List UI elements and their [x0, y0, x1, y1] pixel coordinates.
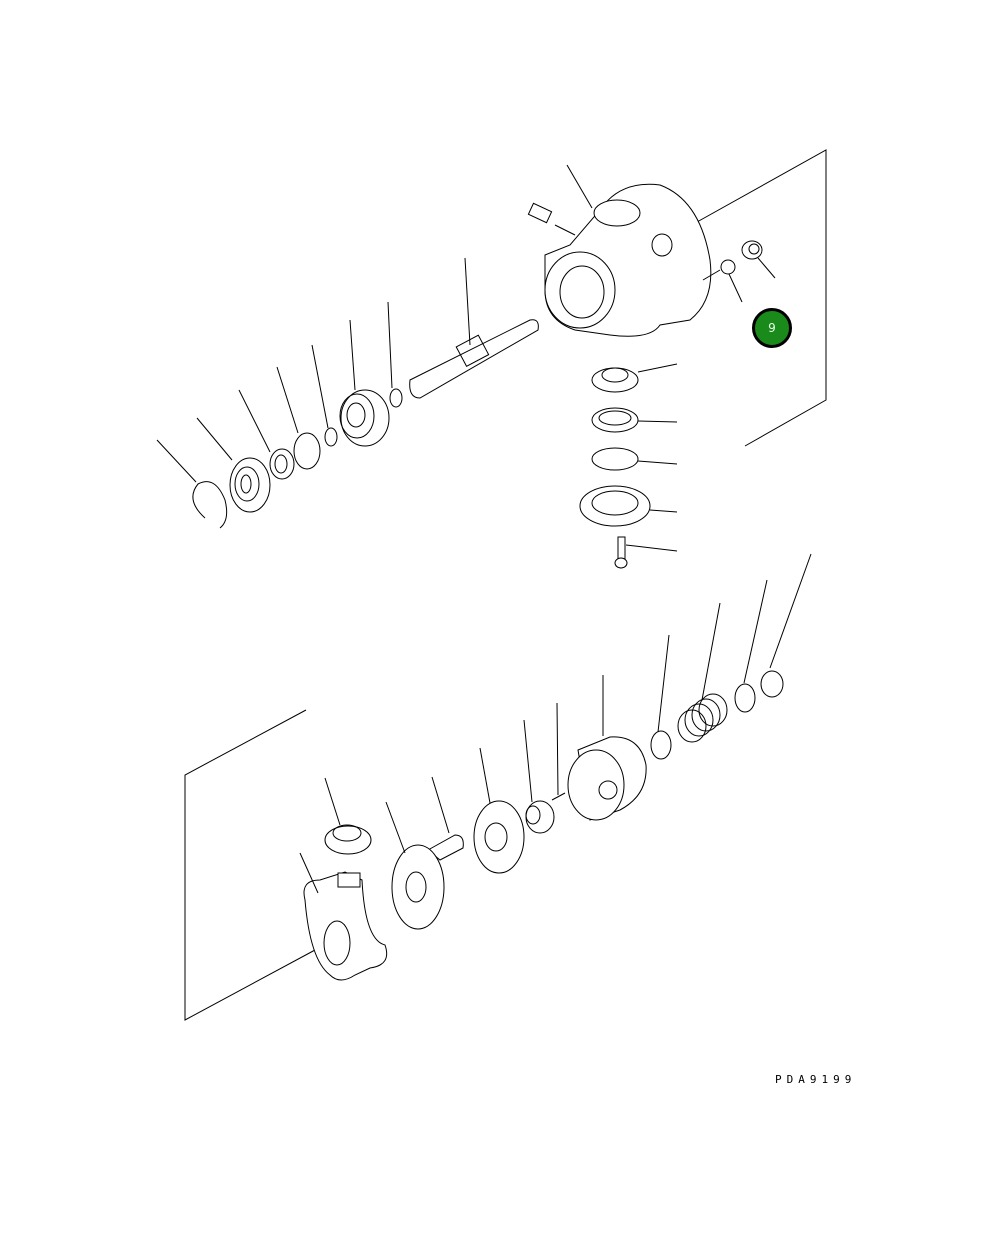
lower-frame-lines — [184, 709, 316, 1021]
oil-seal-part[interactable] — [196, 417, 271, 513]
retainer-plate-part[interactable] — [473, 747, 525, 874]
pin-part[interactable] — [551, 702, 566, 801]
washer-part[interactable] — [650, 634, 672, 760]
snap-ring-part[interactable] — [156, 439, 228, 529]
ball-part[interactable] — [702, 259, 743, 303]
snap-ring-small-part[interactable] — [311, 344, 338, 447]
washer-2-part[interactable] — [734, 579, 768, 713]
case-housing-part[interactable] — [544, 164, 712, 337]
snap-ring-rotary-part[interactable] — [760, 553, 812, 698]
drawing-id-label: PDA9199 — [775, 1073, 857, 1086]
swash-yoke-part[interactable] — [299, 852, 388, 981]
cover-o-ring-part[interactable] — [591, 447, 678, 471]
cover-flange-part[interactable] — [579, 485, 678, 527]
ball-bearing-part[interactable] — [339, 319, 390, 447]
cover-bolt-part[interactable] — [614, 536, 678, 569]
snap-ring-shaft-part[interactable] — [387, 301, 403, 408]
cover-bearing-part[interactable] — [591, 363, 678, 393]
cylinder-block-part[interactable] — [567, 675, 647, 821]
thrust-plate-part[interactable] — [385, 801, 445, 930]
cover-seal-part[interactable] — [591, 407, 678, 433]
o-ring-part[interactable] — [276, 366, 321, 470]
yoke-bearing-part[interactable] — [324, 777, 372, 855]
plug-bolt-part[interactable] — [527, 202, 576, 236]
upper-frame-lines — [696, 149, 827, 447]
callout-badge-9[interactable]: 9 — [752, 308, 792, 348]
spring-part[interactable] — [677, 602, 728, 743]
guide-pin-part[interactable] — [427, 776, 464, 861]
spherical-bushing-part[interactable] — [523, 719, 555, 834]
plug-part[interactable] — [741, 240, 776, 279]
shaft-part[interactable] — [409, 257, 539, 399]
spacer-part[interactable] — [238, 389, 295, 480]
